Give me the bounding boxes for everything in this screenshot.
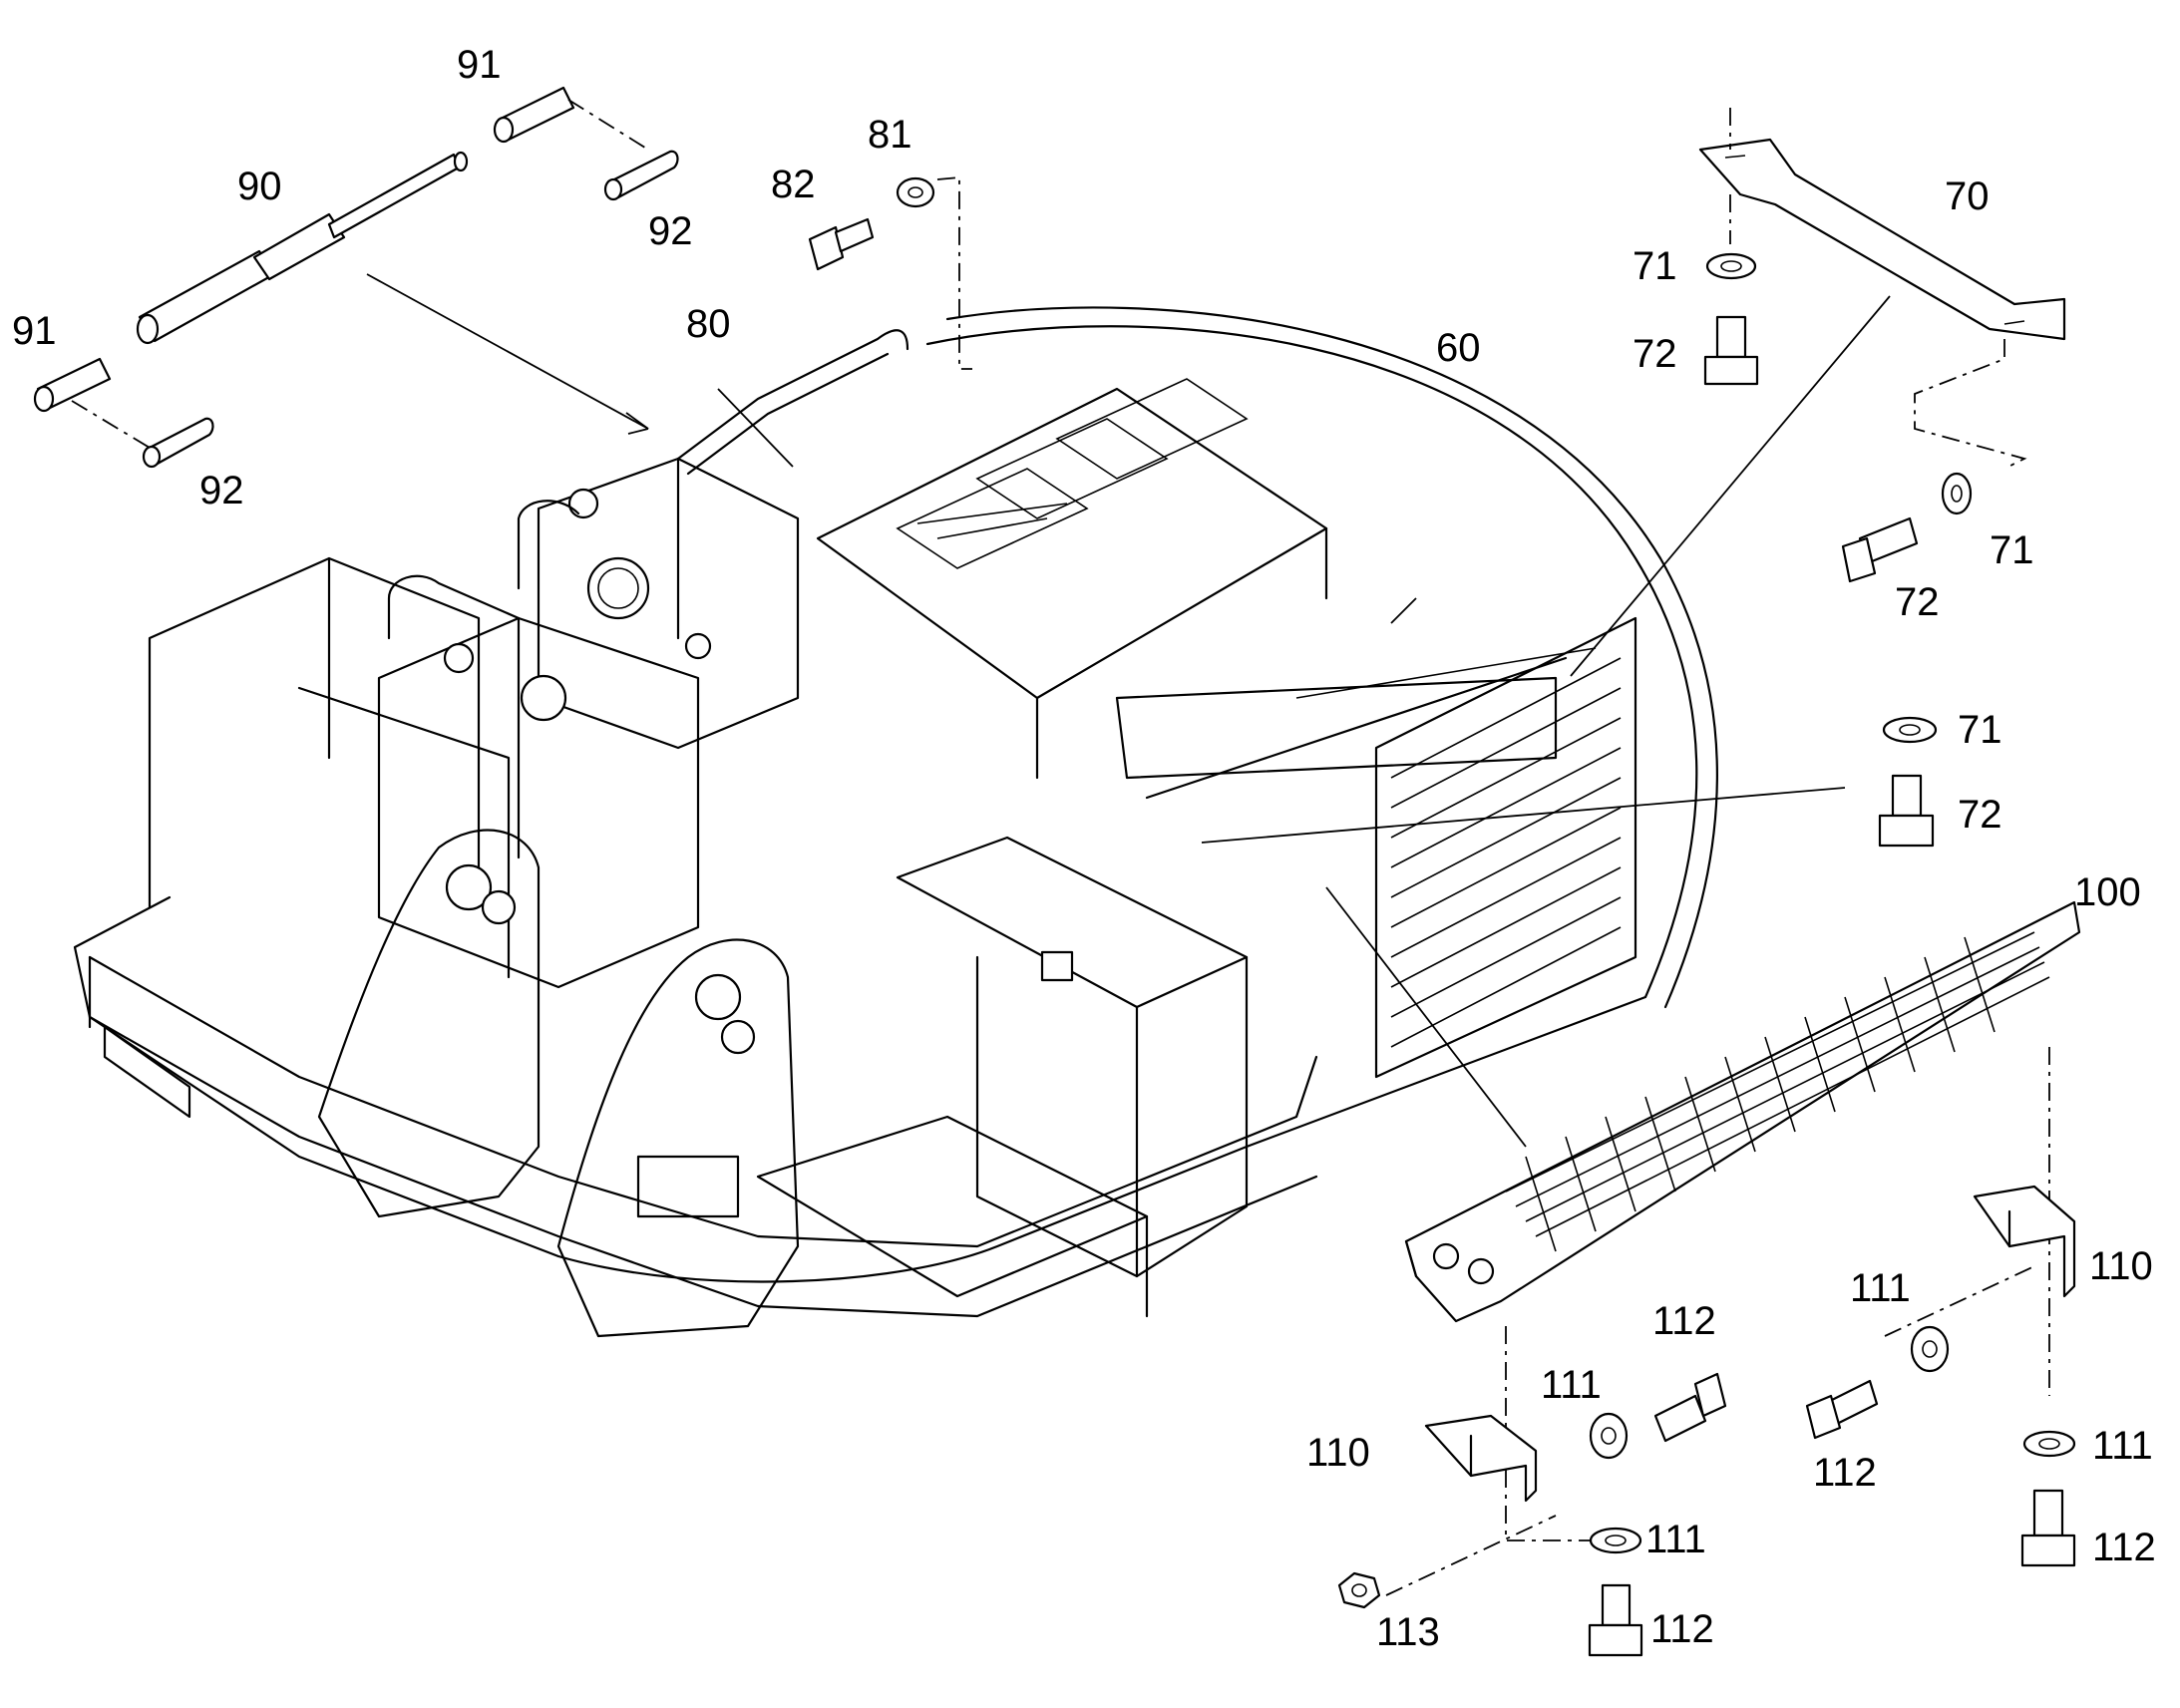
callout-80: 80 — [686, 302, 731, 346]
leader-lines — [717, 295, 1891, 1148]
callout-110-left: 110 — [1306, 1431, 1370, 1475]
callout-60: 60 — [1436, 326, 1481, 370]
clip-92-upper — [603, 150, 679, 201]
bolt-112-b — [1805, 1379, 1879, 1440]
washer-71-middle — [1882, 716, 1938, 744]
callout-82: 82 — [771, 163, 816, 206]
callout-90: 90 — [237, 165, 282, 208]
callout-91-upper: 91 — [457, 43, 502, 87]
gas-spring-90 — [136, 151, 469, 345]
bolt-72-middle — [1878, 774, 1935, 848]
washer-111-d — [2022, 1430, 2076, 1458]
callout-110-right: 110 — [2089, 1244, 2153, 1288]
bracket-110-right — [1973, 1185, 2076, 1298]
washer-111-a — [1589, 1412, 1629, 1460]
washer-71-upper — [1705, 252, 1757, 280]
bolt-112-a — [1653, 1372, 1727, 1443]
callout-111-a: 111 — [1541, 1363, 1602, 1407]
callout-113: 113 — [1376, 1610, 1440, 1654]
step-plate-perforation — [1505, 931, 2050, 1252]
machine-frame — [73, 306, 1718, 1338]
hood-vent-grille — [896, 378, 1249, 569]
callout-111-c: 111 — [1645, 1518, 1706, 1561]
washer-111-c — [1589, 1527, 1642, 1554]
bolt-72-right — [1841, 516, 1919, 583]
bolt-112-c — [1588, 1583, 1643, 1657]
callout-72-right: 72 — [1895, 580, 1940, 624]
callout-91-lower: 91 — [12, 309, 57, 353]
step-plate-100 — [1404, 900, 2081, 1323]
radiator-grille — [1390, 657, 1622, 1048]
washer-71-right — [1941, 472, 1973, 515]
nut-113 — [1337, 1571, 1381, 1609]
callout-111-d: 111 — [2092, 1424, 2153, 1468]
callout-72-middle: 72 — [1958, 793, 2002, 837]
bolt-72-upper — [1703, 315, 1759, 386]
callout-92-upper: 92 — [648, 209, 693, 253]
callout-labels: 60 70 71 72 71 72 71 72 80 81 82 90 91 9… — [12, 43, 2156, 1654]
callout-81: 81 — [868, 113, 912, 157]
end-fitting-91-lower — [33, 357, 112, 413]
callout-112-b: 112 — [1813, 1451, 1877, 1495]
washer-81 — [896, 176, 935, 208]
callout-112-d: 112 — [2092, 1526, 2156, 1569]
callout-71-middle: 71 — [1958, 708, 2002, 752]
callout-112-a: 112 — [1652, 1299, 1716, 1343]
callout-71-upper: 71 — [1633, 244, 1677, 288]
support-bracket-70 — [1698, 138, 2066, 341]
callout-70: 70 — [1945, 174, 1990, 218]
bolt-112-d — [2020, 1489, 2076, 1567]
callout-112-c: 112 — [1650, 1607, 1714, 1651]
callout-111-b: 111 — [1850, 1266, 1911, 1310]
callout-72-upper: 72 — [1633, 332, 1677, 376]
end-fitting-91-upper — [493, 86, 575, 144]
washer-111-b — [1910, 1325, 1950, 1373]
clip-92-lower — [142, 417, 214, 469]
callout-71-right: 71 — [1990, 528, 2034, 572]
bracket-110-left — [1424, 1414, 1538, 1503]
callout-100: 100 — [2074, 870, 2141, 914]
bolt-82 — [808, 217, 875, 271]
callout-92-lower: 92 — [199, 469, 244, 512]
